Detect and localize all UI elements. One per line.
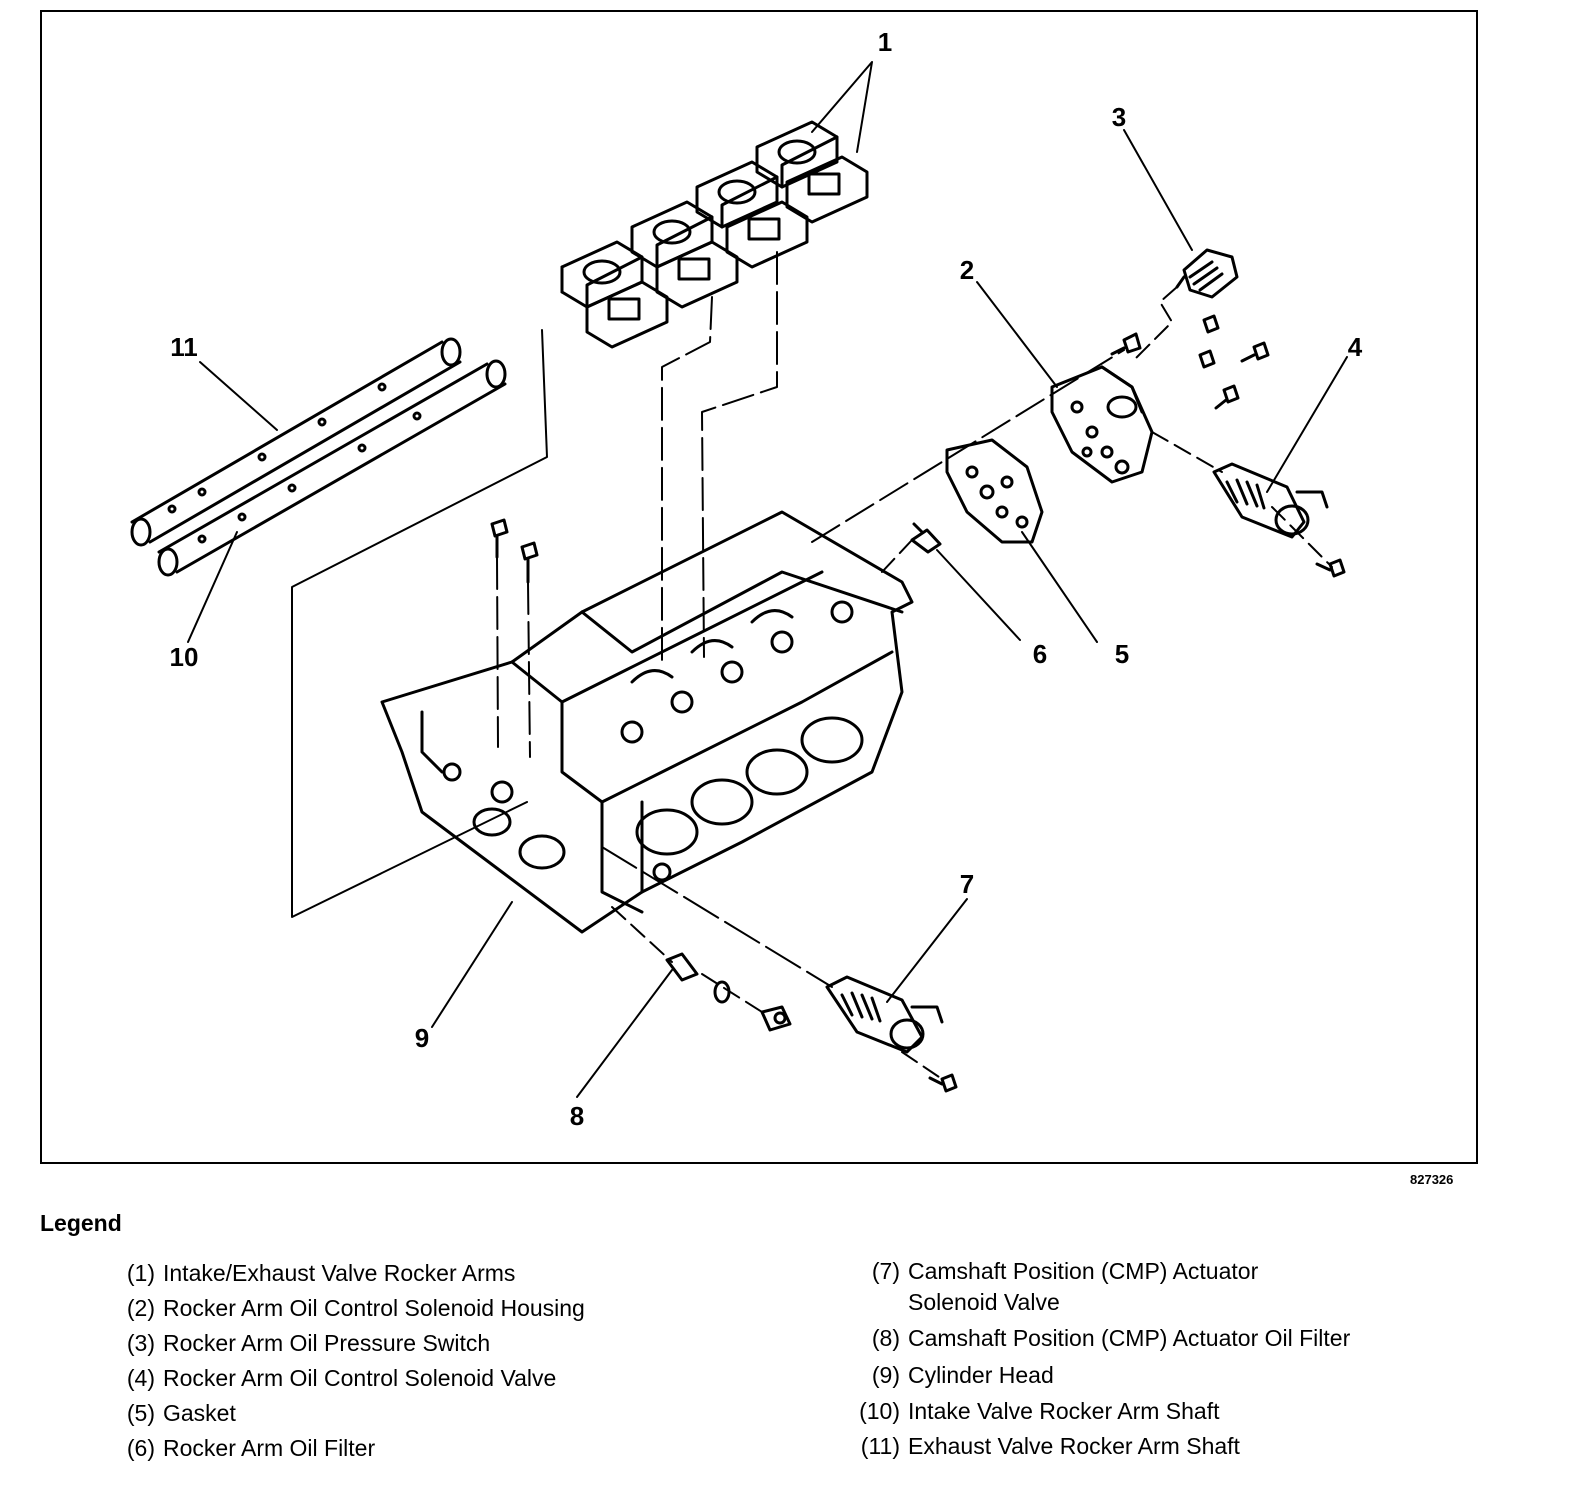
legend-text: Rocker Arm Oil Control Solenoid Valve [163,1365,557,1391]
legend-number: (4) [126,1365,155,1391]
callout-8: 8 [569,1101,585,1131]
legend-number: (7) [871,1258,900,1284]
callout-7: 7 [959,869,975,899]
callout-1: 1 [877,27,893,57]
exploded-view-diagram: 1 2 3 4 5 6 7 8 9 10 11 [40,10,1478,1164]
legend-number: (3) [126,1330,155,1356]
cmp-actuator-oil-filter [665,952,792,1032]
legend-text: Intake Valve Rocker Arm Shaft [908,1398,1220,1424]
callout-3: 3 [1111,102,1127,132]
legend-number: (11) [860,1433,900,1459]
legend-text: Camshaft Position (CMP) Actuator Oil Fil… [908,1325,1351,1351]
callout-5: 5 [1114,639,1130,669]
legend-number: (5) [126,1400,155,1426]
legend-text: Exhaust Valve Rocker Arm Shaft [908,1433,1240,1459]
legend-title: Legend [40,1210,122,1236]
legend-number: (9) [871,1362,900,1388]
callout-6: 6 [1032,639,1048,669]
legend-text: Rocker Arm Oil Control Solenoid Housing [163,1295,585,1321]
bolts [490,314,1346,1093]
legend-text: Cylinder Head [908,1362,1054,1388]
cylinder-head [380,510,914,934]
legend-number: (6) [126,1435,155,1461]
callout-10: 10 [169,642,199,672]
diagram-artwork [130,61,1348,1098]
legend-text: Intake/Exhaust Valve Rocker Arms [163,1260,516,1286]
legend-number: (1) [126,1260,155,1286]
oil-control-solenoid-valve [1212,462,1329,539]
legend-number: (10) [859,1398,900,1424]
callout-4: 4 [1347,332,1363,362]
callout-11: 11 [170,332,198,362]
rocker-arm-shafts [130,337,507,577]
legend-text: Rocker Arm Oil Filter [163,1435,376,1461]
gasket [945,438,1044,544]
leader-lines [187,61,1348,1098]
callout-2: 2 [959,255,975,285]
legend-text: Rocker Arm Oil Pressure Switch [163,1330,491,1356]
legend-text: Camshaft Position (CMP) Actuator Solenoi… [908,1258,1259,1315]
rocker-arm-oil-filter [910,522,942,554]
figure-id: 827326 [1410,1172,1454,1187]
cmp-actuator-solenoid-valve [825,975,944,1054]
callout-9: 9 [414,1023,430,1053]
legend-number: (2) [126,1295,155,1321]
legend-text: Gasket [163,1400,236,1426]
legend-number: (8) [871,1325,900,1351]
rocker-arms-group [560,120,869,349]
solenoid-housing [1050,365,1154,484]
oil-pressure-switch [1175,248,1239,299]
